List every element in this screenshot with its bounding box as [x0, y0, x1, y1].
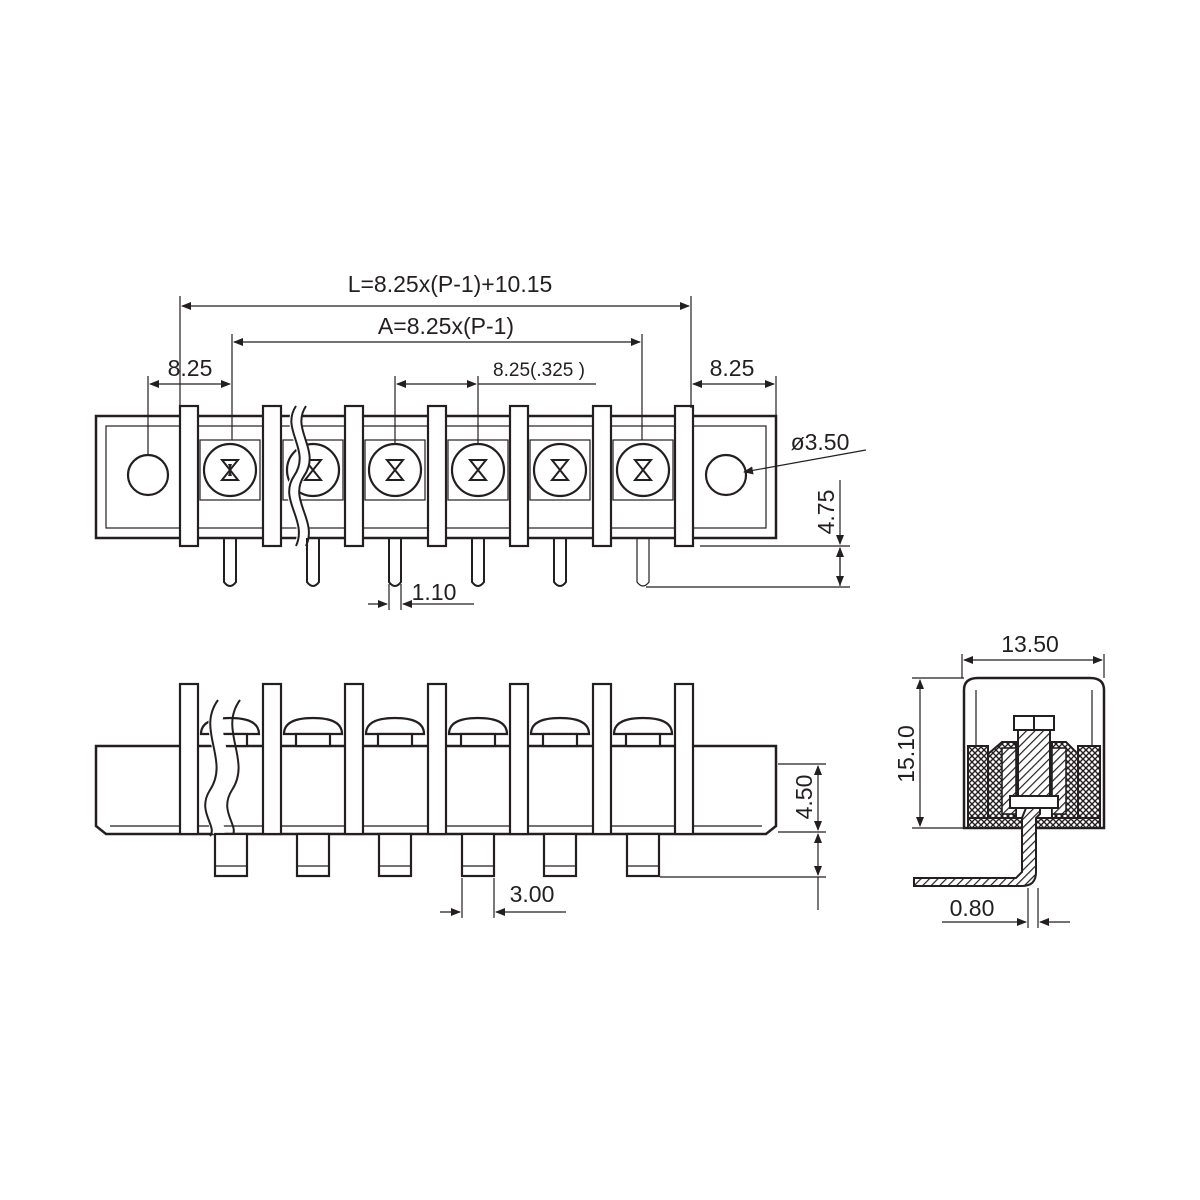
dim-right-pitch: 8.25 — [710, 355, 755, 381]
front-view: 4.50 3.00 — [94, 682, 826, 918]
break-line — [298, 405, 311, 547]
screw-terminal — [199, 439, 261, 501]
pin — [213, 832, 249, 878]
dim-side-height: 4.50 — [791, 775, 817, 820]
pin — [223, 538, 237, 587]
screw-head — [529, 716, 591, 748]
pin — [625, 832, 661, 878]
barrier — [673, 404, 695, 548]
barrier — [261, 404, 283, 548]
barrier — [508, 404, 530, 548]
leader-hole — [743, 449, 867, 475]
front-pins — [213, 832, 661, 878]
front-barriers — [178, 682, 695, 836]
screw-terminal — [364, 439, 426, 501]
pin — [306, 538, 320, 587]
barrier — [591, 682, 613, 836]
barrier — [343, 682, 365, 836]
pin — [460, 832, 496, 878]
break-line — [226, 699, 241, 837]
screw-terminal — [529, 439, 591, 501]
screw-terminal — [447, 439, 509, 501]
barrier — [261, 682, 283, 836]
screw-head — [282, 716, 344, 748]
barrier — [508, 682, 530, 836]
dim-pin-thickness: 0.80 — [950, 895, 995, 921]
break-line — [288, 405, 301, 547]
top-pins — [223, 538, 650, 587]
pin — [542, 832, 578, 878]
side-view: 13.50 15.10 0.80 — [893, 631, 1106, 928]
top-barriers — [178, 404, 695, 548]
break-mask — [287, 402, 310, 549]
barrier — [426, 682, 448, 836]
mounting-hole-left — [126, 453, 170, 497]
dim-pin-width: 1.10 — [412, 579, 457, 605]
barrier — [591, 404, 613, 548]
screw-head — [612, 716, 674, 748]
dim-pin-spacing: 3.00 — [510, 881, 555, 907]
dim-pitch: 8.25(.325 ) — [493, 360, 585, 381]
barrier — [426, 404, 448, 548]
dim-hole-diameter: ø3.50 — [791, 429, 850, 455]
pin — [388, 538, 402, 587]
break-line — [204, 699, 219, 837]
dim-left-pitch: 8.25 — [168, 355, 213, 381]
barrier — [178, 404, 200, 548]
dim-pin-length: 4.75 — [813, 490, 839, 535]
barrier — [343, 404, 365, 548]
pin — [636, 538, 650, 587]
dim-length-formula: L=8.25x(P-1)+10.15 — [348, 271, 553, 297]
dim-width: 13.50 — [1001, 631, 1059, 657]
bent-pin — [913, 807, 1041, 887]
pin — [553, 538, 567, 587]
dim-height: 15.10 — [893, 725, 919, 783]
pin — [295, 832, 331, 878]
pin — [471, 538, 485, 587]
mounting-hole-right — [704, 453, 748, 497]
barrier — [178, 682, 200, 836]
top-view: L=8.25x(P-1)+10.15 A=8.25x(P-1) 8.25 8.2… — [94, 271, 867, 610]
pin — [377, 832, 413, 878]
screw-terminal — [612, 439, 674, 501]
screw-head — [364, 716, 426, 748]
screw-head — [447, 716, 509, 748]
dim-a-formula: A=8.25x(P-1) — [378, 313, 514, 339]
barrier — [673, 682, 695, 836]
